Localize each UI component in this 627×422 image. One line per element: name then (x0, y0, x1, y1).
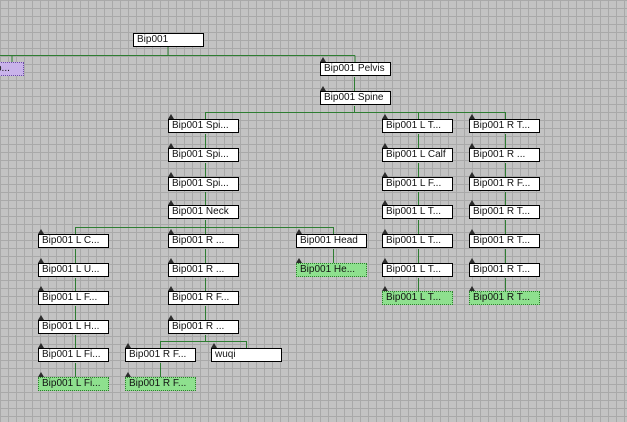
expand-arrow-icon (168, 286, 174, 291)
expand-arrow-icon (168, 258, 174, 263)
expand-arrow-icon (38, 372, 44, 377)
expand-arrow-icon (382, 286, 388, 291)
expand-arrow-icon (469, 200, 475, 205)
bone-node-r-hand[interactable]: Bip001 R ... (168, 320, 239, 334)
bone-node-r-finger[interactable]: Bip001 R F... (125, 348, 196, 362)
bone-node-r-upperarm[interactable]: Bip001 R ... (168, 263, 239, 277)
bone-node-r-finger-nub[interactable]: Bip001 R F... (125, 377, 196, 391)
expand-arrow-icon (168, 114, 174, 119)
expand-arrow-icon (382, 258, 388, 263)
bone-node-l-finger[interactable]: Bip001 L Fi... (38, 348, 109, 362)
bone-node-l-forearm[interactable]: Bip001 L F... (38, 291, 109, 305)
expand-arrow-icon (469, 172, 475, 177)
bone-node-l-toe1[interactable]: Bip001 L T... (382, 205, 453, 219)
bone-node-r-toe2[interactable]: Bip001 R T... (469, 234, 540, 248)
bone-node-neck[interactable]: Bip001 Neck (168, 205, 239, 219)
expand-arrow-icon (469, 229, 475, 234)
bone-node-r-clavicle[interactable]: Bip001 R ... (168, 234, 239, 248)
expand-arrow-icon (125, 372, 131, 377)
expand-arrow-icon (469, 143, 475, 148)
expand-arrow-icon (382, 172, 388, 177)
bone-node-r-toe3[interactable]: Bip001 R T... (469, 263, 540, 277)
expand-arrow-icon (296, 258, 302, 263)
bone-node-r-thigh[interactable]: Bip001 R T... (469, 119, 540, 133)
bone-node-spine2[interactable]: Bip001 Spi... (168, 148, 239, 162)
bone-node-l-foot[interactable]: Bip001 L F... (382, 177, 453, 191)
expand-arrow-icon (168, 200, 174, 205)
expand-arrow-icon (382, 229, 388, 234)
expand-arrow-icon (469, 114, 475, 119)
expand-arrow-icon (382, 143, 388, 148)
bone-node-l-upperarm[interactable]: Bip001 L U... (38, 263, 109, 277)
expand-arrow-icon (38, 258, 44, 263)
bone-node-pelvis[interactable]: Bip001 Pelvis (320, 62, 391, 76)
bone-node-l-hand[interactable]: Bip001 L H... (38, 320, 109, 334)
bone-node-spine1[interactable]: Bip001 Spi... (168, 119, 239, 133)
bone-node-spine[interactable]: Bip001 Spine (320, 91, 391, 105)
bone-node-l-finger-nub[interactable]: Bip001 L Fi... (38, 377, 109, 391)
bone-node-spine3[interactable]: Bip001 Spi... (168, 177, 239, 191)
bone-node-head-nub[interactable]: Bip001 He... (296, 263, 367, 277)
expand-arrow-icon (168, 229, 174, 234)
expand-arrow-icon (320, 57, 326, 62)
expand-arrow-icon (211, 343, 217, 348)
bone-node-r-toe-nub[interactable]: Bip001 R T... (469, 291, 540, 305)
expand-arrow-icon (469, 258, 475, 263)
bone-node-l-toe2[interactable]: Bip001 L T... (382, 234, 453, 248)
bone-node-r-toe1[interactable]: Bip001 R T... (469, 205, 540, 219)
expand-arrow-icon (469, 286, 475, 291)
bone-node-r-foot[interactable]: Bip001 R F... (469, 177, 540, 191)
bone-node-l-calf[interactable]: Bip001 L Calf (382, 148, 453, 162)
bone-node-l-clavicle[interactable]: Bip001 L C... (38, 234, 109, 248)
bone-node-l-toe3[interactable]: Bip001 L T... (382, 263, 453, 277)
bone-node-offscreen[interactable]: o... (0, 62, 24, 76)
expand-arrow-icon (168, 172, 174, 177)
expand-arrow-icon (38, 315, 44, 320)
expand-arrow-icon (125, 343, 131, 348)
bone-node-r-calf[interactable]: Bip001 R ... (469, 148, 540, 162)
expand-arrow-icon (296, 229, 302, 234)
bone-node-r-forearm[interactable]: Bip001 R F... (168, 291, 239, 305)
expand-arrow-icon (320, 86, 326, 91)
bone-node-l-thigh[interactable]: Bip001 L T... (382, 119, 453, 133)
bone-node-l-toe-nub[interactable]: Bip001 L T... (382, 291, 453, 305)
expand-arrow-icon (382, 114, 388, 119)
expand-arrow-icon (168, 143, 174, 148)
expand-arrow-icon (38, 343, 44, 348)
expand-arrow-icon (382, 200, 388, 205)
expand-arrow-icon (168, 315, 174, 320)
expand-arrow-icon (38, 229, 44, 234)
expand-arrow-icon (38, 286, 44, 291)
object-node-wuqi[interactable]: wuqi (211, 348, 282, 362)
bone-node-head[interactable]: Bip001 Head (296, 234, 367, 248)
bone-node-bip001[interactable]: Bip001 (133, 33, 204, 47)
